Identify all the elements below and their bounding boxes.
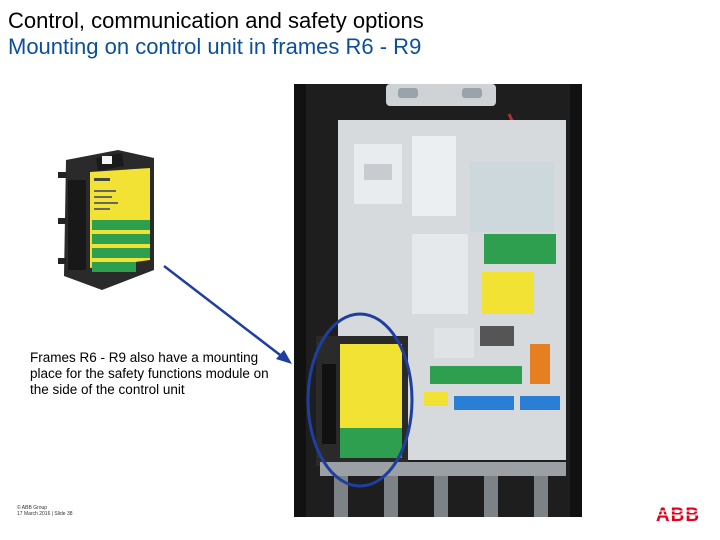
- title-block: Control, communication and safety option…: [8, 8, 424, 60]
- control-unit-photo: [294, 84, 582, 517]
- safety-module-photo: [58, 150, 154, 290]
- svg-text:ABB: ABB: [656, 505, 700, 523]
- pointer-arrow: [163, 265, 292, 364]
- caption-text: Frames R6 - R9 also have a mounting plac…: [30, 350, 269, 397]
- footer: © ABB Group 17 March 2016 | Slide 38: [17, 505, 73, 517]
- footer-date-slide: 17 March 2016 | Slide 38: [17, 511, 73, 517]
- slide-subtitle: Mounting on control unit in frames R6 - …: [8, 34, 422, 59]
- abb-logo: ABB: [652, 505, 704, 523]
- highlight-ellipse: [306, 312, 414, 488]
- slide-title: Control, communication and safety option…: [8, 8, 424, 33]
- footer-copyright: © ABB Group: [17, 505, 48, 511]
